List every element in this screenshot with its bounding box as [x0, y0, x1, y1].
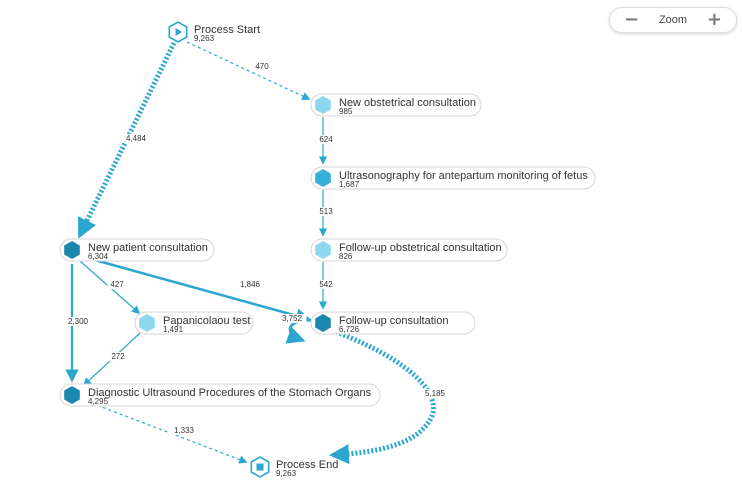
node-label: Ultrasonography for antepartum monitorin…: [339, 170, 588, 182]
edge-label-bg: [63, 317, 93, 326]
edge-label-fuob-fuc: 542: [319, 280, 333, 289]
node-label: Follow-up obstetrical consultation: [339, 242, 502, 254]
edge-label-bg: [169, 426, 199, 435]
node-label: New obstetrical consultation: [339, 97, 476, 109]
edges: [65, 41, 436, 465]
edge-label-bg: [107, 280, 127, 289]
edge-label-nobc-ultra: 624: [319, 135, 333, 144]
node-label: Process Start: [194, 24, 260, 36]
node-count: 4,295: [88, 397, 109, 406]
stop-icon: [256, 463, 264, 471]
edge-npc-fuc[interactable]: [83, 255, 311, 324]
edge-label-bg: [108, 352, 128, 361]
edge-label-npc-dus: 2,300: [68, 317, 89, 326]
node-count: 6,304: [88, 252, 109, 261]
node-count: 9,263: [194, 34, 215, 43]
zoom-out-button[interactable]: −: [624, 9, 640, 30]
edge-fuc-end[interactable]: [329, 329, 436, 465]
node-dus[interactable]: Diagnostic Ultrasound Procedures of the …: [59, 383, 381, 407]
activity-hexagon-icon: [315, 314, 331, 332]
node-pill: [310, 238, 508, 262]
activity-hexagon-icon: [139, 314, 155, 332]
edge-label-npc-pap: 427: [110, 280, 124, 289]
node-pill: [59, 238, 215, 262]
edge-label-fuc-end: 5,185: [425, 389, 446, 398]
node-count: 1,491: [163, 325, 184, 334]
edge-label-pap-dus: 272: [111, 352, 125, 361]
edge-label-bg: [252, 62, 272, 71]
edge-label-start-nobc: 470: [255, 62, 269, 71]
activity-hexagon-icon: [315, 96, 331, 114]
node-pill: [310, 166, 596, 190]
zoom-label: Zoom: [658, 14, 688, 26]
node-label: Follow-up consultation: [339, 315, 448, 327]
edge-label-npc-fuc: 1,846: [240, 280, 261, 289]
node-count: 985: [339, 107, 353, 116]
node-label: Process End: [276, 459, 338, 471]
edge-label-bg: [277, 314, 307, 323]
activity-hexagon-icon: [315, 169, 331, 187]
activity-hexagon-icon: [64, 386, 80, 404]
zoom-control: − Zoom +: [609, 7, 737, 33]
node-count: 9,263: [276, 469, 297, 478]
node-count: 1,687: [339, 180, 360, 189]
edge-label-bg: [420, 389, 450, 398]
edge-label-dus-end: 1,333: [174, 426, 195, 435]
edge-start-nobc[interactable]: [186, 41, 311, 100]
edge-label-ultra-fuob: 513: [319, 207, 333, 216]
edge-label-bg: [316, 207, 336, 216]
node-pill: [134, 311, 254, 335]
edge-label-bg: [235, 280, 265, 289]
node-count: 6,726: [339, 325, 360, 334]
node-count: 826: [339, 252, 353, 261]
node-pill: [310, 311, 476, 335]
node-label: Papanicolaou test: [163, 315, 250, 327]
node-pill: [59, 383, 381, 407]
node-ultra[interactable]: Ultrasonography for antepartum monitorin…: [310, 166, 596, 190]
play-icon: [175, 28, 182, 36]
edge-label-fuc-fuc: 3,752: [282, 314, 303, 323]
edge-label-bg: [121, 134, 151, 143]
edge-label-bg: [316, 280, 336, 289]
node-pill: [310, 93, 482, 117]
activity-hexagon-icon: [315, 241, 331, 259]
edge-labels: 470 4,484 624 513 542 1,846 427 2,300 272 3,752 5,…: [63, 62, 450, 435]
zoom-in-button[interactable]: +: [706, 9, 722, 30]
node-label: New patient consultation: [88, 242, 208, 254]
activity-hexagon-icon: [64, 241, 80, 259]
edge-label-start-npc: 4,484: [126, 134, 147, 143]
edge-dus-end[interactable]: [85, 400, 248, 464]
node-label: Diagnostic Ultrasound Procedures of the …: [88, 387, 372, 399]
edge-label-bg: [316, 135, 336, 144]
